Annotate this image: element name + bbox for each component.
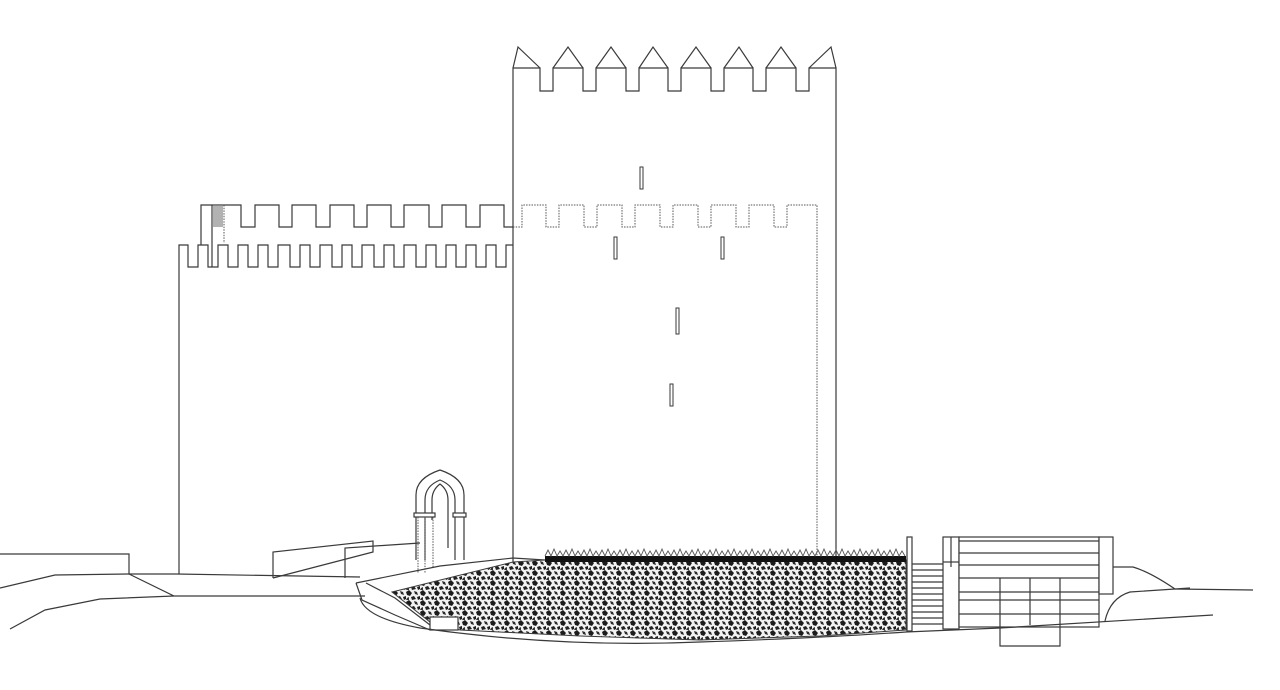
angled-slabs (272, 540, 421, 579)
arrow-slit (639, 166, 644, 190)
upper-wall (200, 204, 818, 560)
right-structure (906, 536, 1254, 647)
lower-wall (178, 244, 513, 574)
terrain-right (905, 614, 1214, 633)
gothic-arch (413, 469, 467, 573)
hatched-pier (213, 206, 223, 227)
arrow-slit (720, 236, 725, 260)
embankment (355, 547, 907, 644)
keep-tower (512, 45, 837, 565)
arrow-slit (613, 236, 618, 260)
arrow-slit (675, 307, 680, 335)
terrain-left (0, 553, 365, 630)
arrow-slit (669, 383, 674, 407)
